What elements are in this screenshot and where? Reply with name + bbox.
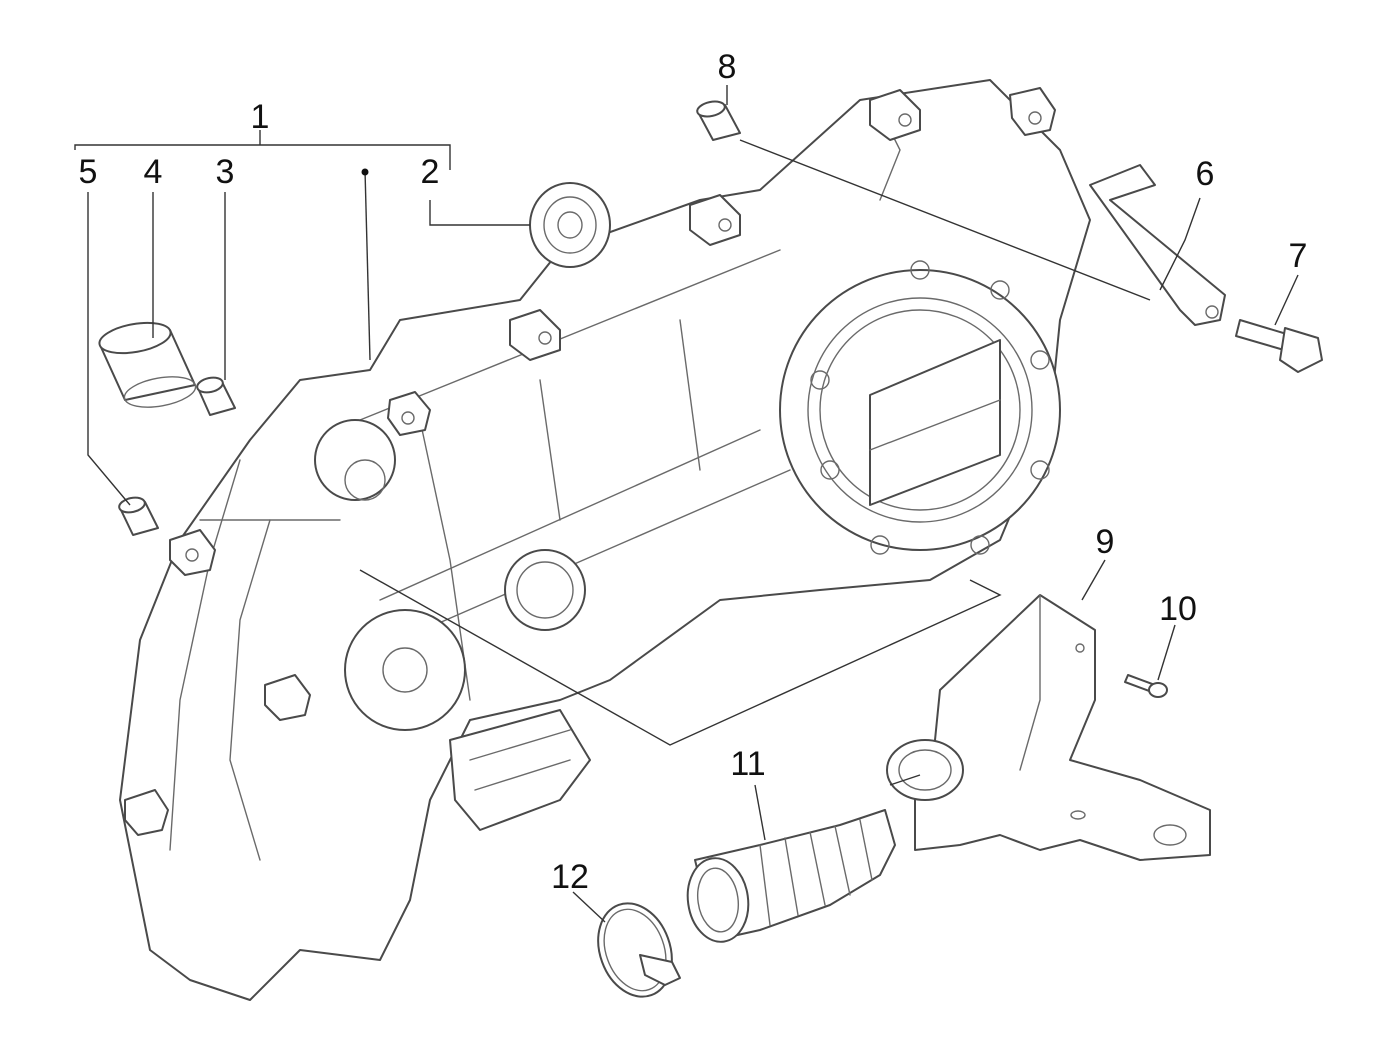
crankcase-cover — [119, 79, 1091, 1001]
callout-12: 12 — [551, 858, 589, 896]
callout-2: 2 — [421, 153, 440, 191]
callout-2-leader — [429, 200, 530, 226]
callout-4: 4 — [144, 153, 163, 191]
callout-8: 8 — [718, 48, 737, 86]
callout-7: 7 — [1289, 237, 1308, 275]
bracket-part — [1089, 164, 1226, 326]
callout-dot-marker — [361, 168, 369, 176]
callout-7-leader — [1274, 274, 1299, 326]
callout-6-leader — [1159, 197, 1201, 291]
dowel-5-part — [118, 496, 159, 536]
callout-dot-leader — [364, 169, 371, 361]
dowel-8-part — [696, 100, 741, 141]
callout-5: 5 — [79, 153, 98, 191]
bearing-part — [529, 182, 611, 268]
callout-6: 6 — [1196, 155, 1215, 193]
screw-part — [1124, 674, 1168, 698]
callout-11-leader — [754, 784, 766, 841]
hose-joint-leader — [889, 774, 921, 786]
callout-1: 1 — [251, 98, 270, 136]
callout-9: 9 — [1096, 523, 1115, 561]
bracket-outline-leader — [739, 139, 1151, 301]
air-duct-part — [886, 594, 1211, 861]
callout-9-leader — [1081, 559, 1106, 601]
callout-1-bracket — [74, 144, 451, 170]
callout-10-leader — [1157, 624, 1176, 681]
bushing-part — [196, 376, 236, 416]
callout-5-leader — [87, 192, 131, 506]
flexible-hose-part — [686, 809, 896, 943]
hose-clamp-part — [597, 902, 681, 998]
duct-outline-leader — [359, 569, 1002, 746]
callout-10: 10 — [1159, 590, 1197, 628]
sleeve-part — [98, 321, 197, 408]
callout-labels: 1 2 3 4 5 6 7 8 9 10 11 12 — [79, 48, 1308, 896]
callout-11: 11 — [730, 745, 765, 783]
bolt-7-part — [1235, 319, 1323, 373]
callout-3: 3 — [216, 153, 235, 191]
callout-12-leader — [572, 891, 606, 923]
leader-lines — [74, 85, 1299, 923]
